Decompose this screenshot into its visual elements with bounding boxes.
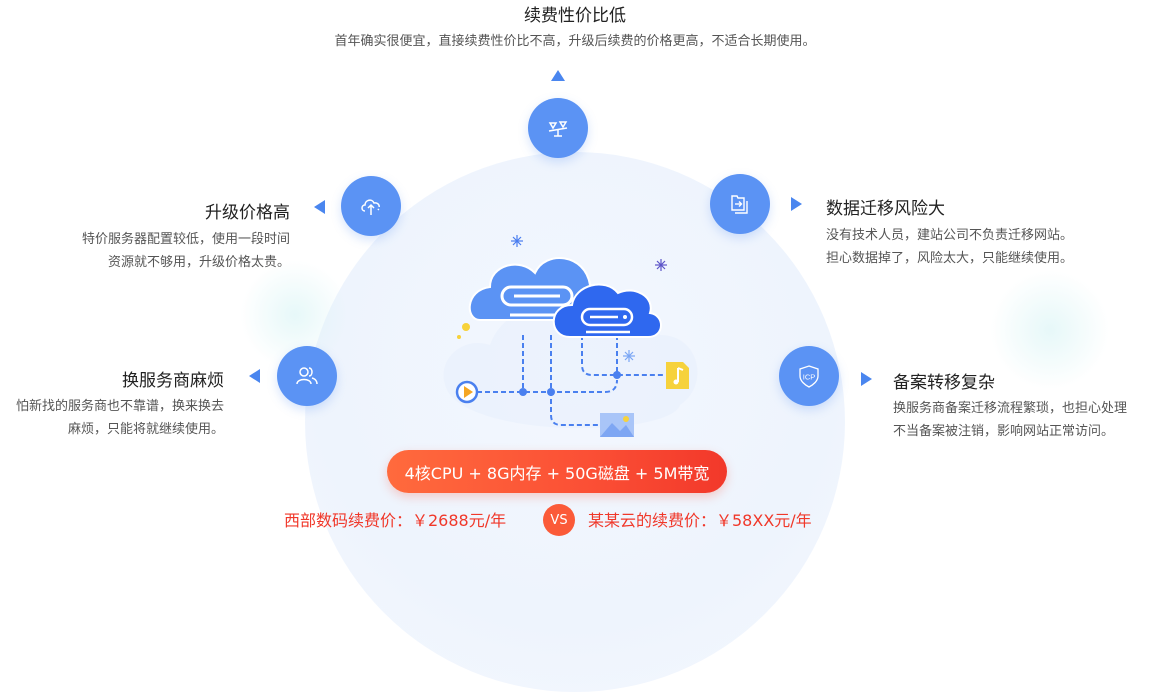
feature-icon-migration xyxy=(710,174,770,234)
feature-icon-switch-provider xyxy=(277,346,337,406)
icp-label: ICP xyxy=(803,373,816,382)
arrow-left-icon xyxy=(314,200,325,214)
server-slot-icon xyxy=(500,285,574,307)
feature-icon-renewal xyxy=(528,98,588,158)
arrow-left-icon xyxy=(249,369,260,383)
feature-desc-upgrade: 特价服务器配置较低，使用一段时间 资源就不够用，升级价格太贵。 xyxy=(20,228,290,274)
feature-title-upgrade: 升级价格高 xyxy=(205,203,290,223)
sparkle-icon xyxy=(655,259,667,271)
feature-desc-renewal: 首年确实很便宜，直接续费性价比不高，升级后续费的价格更高，不适合长期使用。 xyxy=(334,34,816,49)
cloud-network-illustration xyxy=(443,235,698,437)
decorative-glow-right xyxy=(990,270,1110,390)
feature-desc-line: 没有技术人员，建站公司不负责迁移网站。 xyxy=(826,228,1074,243)
feature-desc-migration: 没有技术人员，建站公司不负责迁移网站。 担心数据掉了，风险太大，只能继续使用。 xyxy=(826,224,1073,270)
junction-dot xyxy=(547,388,555,396)
cloud-upload-icon xyxy=(361,199,380,215)
scale-icon xyxy=(548,121,568,137)
feature-desc-line: 怕新找的服务商也不靠谱，换来换去 xyxy=(15,399,224,414)
arrow-up-icon xyxy=(551,70,565,81)
feature-icon-icp: ICP xyxy=(779,346,839,406)
sparkle-icon xyxy=(623,350,635,362)
feature-title-renewal: 续费性价比低 xyxy=(524,6,626,26)
dot-decoration xyxy=(462,323,470,331)
feature-desc-line: 资源就不够用，升级价格太贵。 xyxy=(107,255,290,270)
feature-desc-line: 麻烦，只能将就继续使用。 xyxy=(67,422,224,437)
users-icon xyxy=(296,367,318,385)
spec-banner: 4核CPU + 8G内存 + 50G磁盘 + 5M带宽 xyxy=(387,450,727,493)
our-renewal-price: 西部数码续费价：￥2688元/年 xyxy=(284,511,507,530)
icp-shield-icon: ICP xyxy=(799,365,819,388)
folder-transfer-icon xyxy=(731,195,748,214)
junction-dot xyxy=(519,388,527,396)
feature-desc-line: 担心数据掉了，风险太大，只能继续使用。 xyxy=(826,251,1074,266)
feature-desc-switch-provider: 怕新找的服务商也不靠谱，换来换去 麻烦，只能将就继续使用。 xyxy=(0,395,224,441)
vs-badge: VS xyxy=(543,504,575,536)
feature-title-migration: 数据迁移风险大 xyxy=(826,199,945,219)
junction-dot xyxy=(613,371,621,379)
connection-lines xyxy=(477,335,665,426)
feature-desc-icp: 换服务商备案迁移流程繁琐，也担心处理 不当备案被注销，影响网站正常访问。 xyxy=(893,397,1127,443)
sparkle-icon xyxy=(511,235,523,247)
feature-title-switch-provider: 换服务商麻烦 xyxy=(122,371,224,391)
feature-desc-line: 特价服务器配置较低，使用一段时间 xyxy=(81,232,290,247)
cloud-small-icon xyxy=(552,283,662,338)
feature-title-icp: 备案转移复杂 xyxy=(893,373,995,393)
arrow-right-icon xyxy=(791,197,802,211)
feature-desc-line: 换服务商备案迁移流程繁琐，也担心处理 xyxy=(893,401,1128,416)
feature-desc-line: 不当备案被注销，影响网站正常访问。 xyxy=(893,424,1115,439)
feature-icon-upgrade xyxy=(341,176,401,236)
dot-decoration xyxy=(457,335,461,339)
competitor-renewal-price: 某某云的续费价：￥58XX元/年 xyxy=(588,511,812,530)
arrow-right-icon xyxy=(861,372,872,386)
